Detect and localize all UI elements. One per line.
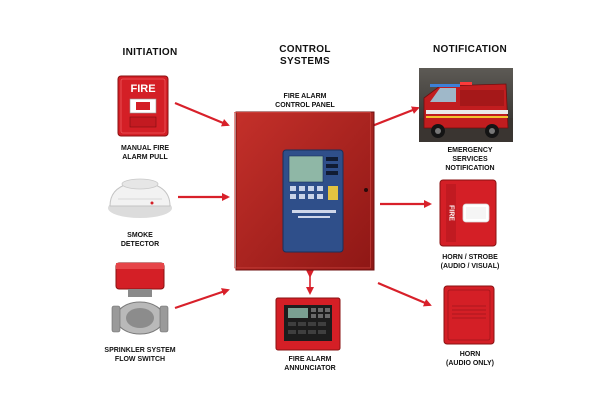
smoke-detector-image — [108, 178, 172, 218]
horn-image — [443, 285, 495, 345]
caption-sprinkler-flow-switch: SPRINKLER SYSTEM FLOW SWITCH — [104, 347, 176, 363]
strobe-text: FIRE — [448, 205, 455, 221]
manual-pull-station-image: FIRE — [117, 75, 169, 137]
caption-horn-strobe: HORN / STROBE (AUDIO / VISUAL) — [440, 254, 500, 270]
arrow-pull-to-panel — [174, 101, 230, 127]
fire-truck-image — [419, 68, 513, 142]
arrow-panel-to-horn — [377, 281, 432, 307]
fire-alarm-annunciator-image — [275, 297, 341, 351]
pull-station-text: FIRE — [130, 83, 155, 95]
arrow-panel-to-truck — [371, 106, 420, 128]
caption-fire-alarm-control-panel: FIRE ALARM CONTROL PANEL — [275, 93, 335, 109]
caption-smoke-detector: SMOKE DETECTOR — [120, 232, 160, 248]
header-control-systems: CONTROL SYSTEMS — [279, 44, 331, 67]
flow-arrows — [174, 101, 432, 310]
arrow-sprinkler-to-panel — [174, 288, 230, 310]
caption-annunciator: FIRE ALARM ANNUNCIATOR — [284, 356, 336, 372]
caption-emergency-services: EMERGENCY SERVICES NOTIFICATION — [445, 147, 495, 172]
caption-horn: HORN (AUDIO ONLY) — [446, 351, 494, 367]
horn-strobe-image: FIRE — [439, 179, 497, 247]
header-notification: NOTIFICATION — [433, 44, 507, 55]
caption-manual-pull: MANUAL FIRE ALARM PULL — [120, 145, 170, 161]
fire-alarm-control-panel-image — [234, 111, 375, 271]
sprinkler-flow-switch-image — [111, 262, 169, 335]
header-initiation: INITIATION — [122, 47, 178, 58]
